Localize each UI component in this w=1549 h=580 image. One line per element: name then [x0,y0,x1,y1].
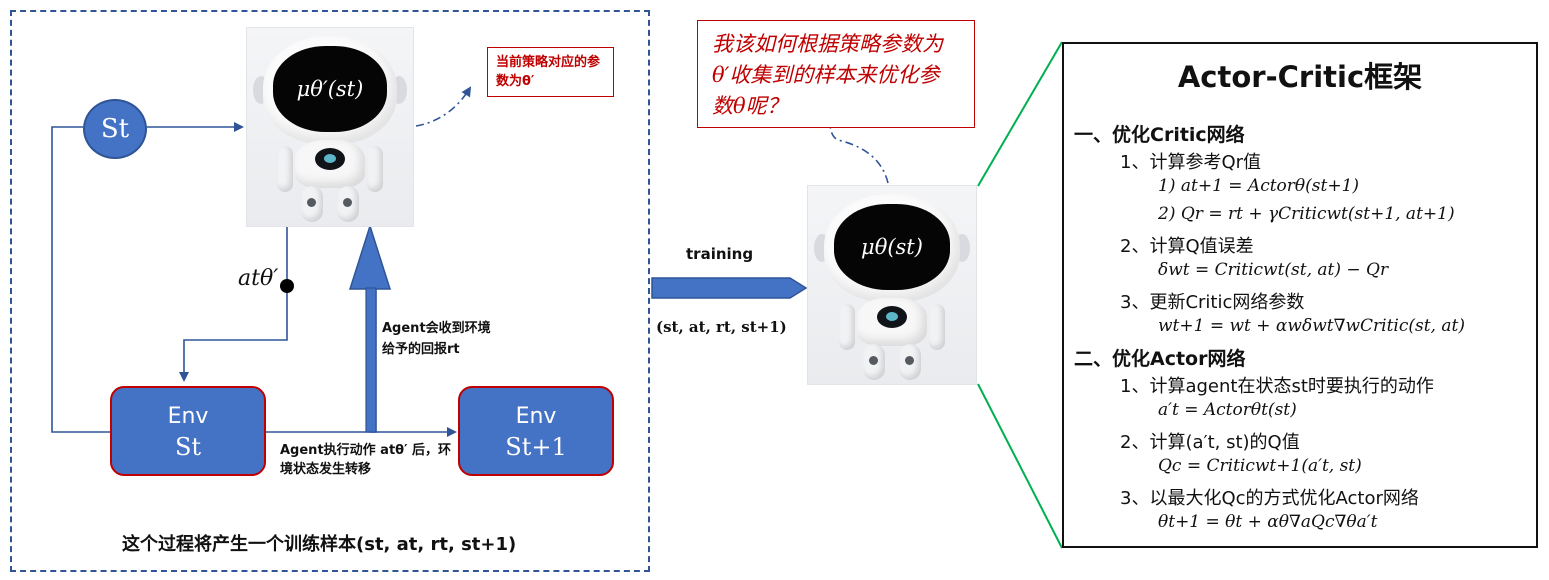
question-box: 我该如何根据策略参数为θ′收集到的样本来优化参数θ呢？ [697,20,975,128]
policy-param-callout: 当前策略对应的参数为θ′ [487,47,614,97]
callout-pointer [415,86,472,127]
actor-step-3: 3、以最大化Qc的方式优化Actor网络 [1120,488,1419,509]
training-label: training [686,245,754,263]
critic-formula-4: wt+1 = wt + αwδwt∇wCritic(st, at) [1158,316,1465,336]
env-to-state-line [51,126,110,433]
critic-section-heading: 一、优化Critic网络 [1074,124,1245,146]
actor-critic-panel: Actor-Critic框架 一、优化Critic网络 1、计算参考Qr值 1)… [1062,42,1538,548]
action-arrow [179,226,288,382]
critic-formula-2: 2) Qr = rt + γCriticwt(st+1, at+1) [1158,204,1455,224]
critic-step-3: 3、更新Critic网络参数 [1120,292,1305,313]
actor-formula-1: a′t = Actorθt(st) [1158,400,1297,420]
actor-formula-3: θt+1 = θt + αθ∇aQc∇θa′t [1158,512,1378,532]
env-state-next: St+1 [505,433,567,461]
actor-step-2: 2、计算(a′t, st)的Q值 [1120,432,1300,453]
actor-section-heading: 二、优化Actor网络 [1074,348,1246,370]
env-state-current: St [174,433,202,461]
critic-step-2: 2、计算Q值误差 [1120,236,1254,257]
critic-formula-1: 1) at+1 = Actorθ(st+1) [1158,176,1360,196]
actor-step-1: 1、计算agent在状态st时要执行的动作 [1120,376,1434,397]
critic-step-1: 1、计算参考Qr值 [1120,152,1262,173]
policy-robot-new: μθ(st) [808,186,976,384]
env-box-next: Env St+1 [458,386,614,476]
panel-title: Actor-Critic框架 [1177,60,1423,94]
question-pointer [824,108,889,184]
env-box-current: Env St [110,386,266,476]
action-dot [280,279,294,293]
policy-robot-old: μθ′(st) [247,28,413,226]
process-frame [10,10,650,572]
zoom-line-bottom [977,383,1063,549]
action-label: atθ′ [238,266,279,291]
reward-note: Agent会收到环境给予的回报rt [382,321,491,357]
transition-note: Agent执行动作 atθ′ 后，环境状态发生转移 [280,443,452,477]
env-title-current: Env [167,404,209,429]
sample-caption: 这个过程将产生一个训练样本(st, at, rt, st+1) [122,534,517,555]
policy-label-new: μθ(st) [834,204,950,290]
state-node: St [83,99,147,159]
actor-formula-2: Qc = Criticwt+1(a′t, st) [1158,456,1362,476]
training-arrow [651,277,808,299]
env-title-next: Env [515,404,557,429]
critic-formula-3: δwt = Criticwt(st, at) − Qr [1158,260,1389,280]
zoom-line-top [977,41,1063,187]
training-tuple: (st, at, rt, st+1) [656,318,787,336]
policy-label-old: μθ′(st) [273,46,387,132]
